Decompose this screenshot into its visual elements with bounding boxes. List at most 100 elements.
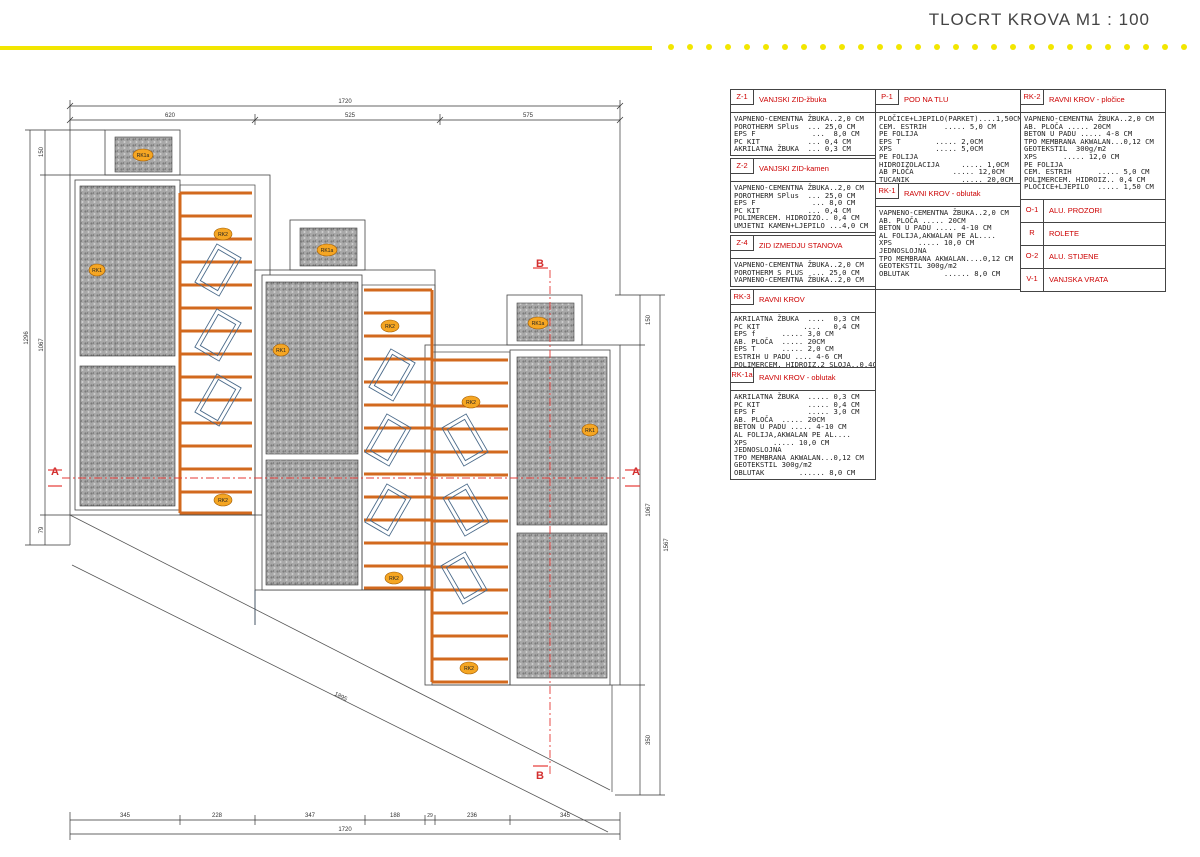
dim-right-part-3: 350: [646, 734, 652, 745]
legend-r: R ROLETE: [1020, 222, 1166, 246]
legend-o2-title: ALU. STIJENE: [1049, 252, 1099, 261]
yellow-dot: [763, 44, 769, 50]
yellow-dot: [896, 44, 902, 50]
legend-layer-line: PC KIT ... 0,4 CM: [734, 205, 851, 215]
roof-tag-rk2-3: RK2: [385, 324, 395, 330]
legend-layer-line: JEDNOSLOJNA: [879, 245, 927, 255]
roof-tag-rk2-2: RK2: [218, 498, 228, 504]
section-b-top-label: B: [536, 258, 544, 270]
roof-tag-rk2-6: RK2: [464, 666, 474, 672]
legend-layer-line: VAPNENO-CEMENTNA ŽBUKA..2,0 CM: [734, 275, 864, 285]
legend-layer-line: OBLUTAK ...... 8,0 CM: [734, 467, 856, 477]
legend-layer-line: HIDROIZOLACIJA ..... 1,0CM: [879, 159, 1009, 169]
dim-top-part-2: 525: [345, 113, 356, 119]
legend-z4-title: ZID IZMEDJU STANOVA: [759, 241, 843, 250]
legend-layer-line: BETON U PADU ..... 4-10 CM: [734, 422, 847, 432]
legend-layer-line: UMJETNI KAMEN+LJEPILO ...4,0 CM: [734, 220, 869, 230]
legend-layer-line: EPS F ... 8,0 CM: [734, 129, 860, 139]
legend-layer-line: GEOTEKSTIL 300g/m2: [879, 261, 957, 271]
dim-left-part-1: 150: [39, 146, 45, 157]
legend-z2-title: VANJSKI ZID-kamen: [759, 164, 829, 173]
legend-layer-line: EPS F ... 8,0 CM: [734, 198, 856, 208]
legend-layer-line: BETON U PADU ..... 4-8 CM: [1024, 129, 1133, 139]
legend-layer-line: VAPNENO-CEMENTNA ŽBUKA..2,0 CM: [734, 260, 864, 269]
legend-v1-title: VANJSKA VRATA: [1049, 275, 1109, 284]
yellow-dot: [820, 44, 826, 50]
legend-layer-line: EPS F ..... 3,0 CM: [734, 407, 860, 417]
legend-layer-line: AB PLOČA ..... 12,0CM: [879, 167, 1005, 177]
roof-tag-rk2-5: RK2: [466, 400, 476, 406]
yellow-dot: [801, 44, 807, 50]
legend-layer-line: PLOČICE+LJEPILO ..... 1,50 CM: [1024, 182, 1154, 192]
legend-layer-line: AKRILATNA ŽBUKA .... 0,3 CM: [734, 314, 860, 323]
dim-bottom-part-6: 236: [467, 813, 478, 819]
yellow-dot: [1048, 44, 1054, 50]
legend-layer-line: PC KIT ..... 0,4 CM: [734, 399, 860, 409]
roof-tag-rk1a-3: RK1a: [532, 321, 545, 327]
legend-layer-line: TUCANIK ..... 20,0CM: [879, 174, 1014, 184]
legend-z4-code: Z-4: [731, 236, 754, 251]
legend-layer-line: EPS f ..... 3,0 CM: [734, 329, 834, 339]
pergola-posts: [178, 193, 434, 682]
legend-z1-title: VANJSKI ZID-žbuka: [759, 95, 827, 104]
legend-rk1a-code: RK-1a: [731, 368, 754, 383]
legend-layer-line: POROTHERM SPlus ... 25,0 CM: [734, 190, 856, 200]
legend-layer-line: JEDNOSLOJNA: [734, 445, 782, 455]
roof-plan-drawing: 1720 620 525 575 150 1067 79 1296 150 10…: [24, 99, 670, 840]
legend-v1-code: V-1: [1021, 269, 1044, 291]
yellow-dot: [706, 44, 712, 50]
yellow-dot: [934, 44, 940, 50]
legend-p1-code: P-1: [876, 90, 899, 105]
legend-layer-line: BETON U PADU ..... 4-10 CM: [879, 223, 992, 233]
site-boundary: [69, 514, 613, 833]
yellow-dot: [915, 44, 921, 50]
yellow-dot: [877, 44, 883, 50]
legend-r-title: ROLETE: [1049, 229, 1080, 238]
legend-layer-line: PC KIT ... 0,4 CM: [734, 136, 851, 146]
legend-layer-line: AB. PLOČA ..... 20CM: [734, 336, 825, 346]
legend-rk3-code: RK-3: [731, 290, 754, 305]
legend-layer-line: AL FOLIJA,AKWALAN PE AL....: [879, 230, 996, 240]
sheet-title: TLOCRT KROVA M1 : 100: [928, 10, 1150, 29]
legend-rk2-code: RK-2: [1021, 90, 1044, 105]
legend-layer-line: EPS T ..... 2,0CM: [879, 136, 983, 146]
yellow-rule: [0, 46, 652, 50]
legend-layer-line: AB. PLOČA ..... 20CM: [879, 215, 966, 225]
legend-layer-line: TPO MEMBRANA AKWALAN...0,12 CM: [1024, 136, 1154, 146]
dim-top-total: 1720: [338, 99, 352, 105]
unit-3-roof: [424, 344, 621, 686]
right-dimension-lines: [615, 294, 665, 796]
yellow-dot: [953, 44, 959, 50]
legend-layer-line: PE FOLIJA: [1024, 159, 1063, 169]
dim-bottom-part-2: 228: [212, 813, 223, 819]
legend-layer-line: XPS ..... 5,0CM: [879, 144, 983, 154]
dim-right-part-2: 1067: [646, 503, 652, 517]
legend-z4: Z-4 ZID IZMEDJU STANOVA VAPNENO-CEMENTNA …: [730, 235, 876, 287]
legend-rk1-code: RK-1: [876, 184, 899, 199]
yellow-dot: [687, 44, 693, 50]
legend-layer-line: AL FOLIJA,AKWALAN PE AL....: [734, 429, 851, 439]
dim-top-part-1: 620: [165, 113, 176, 119]
legend-layer-line: CEM. ESTRIH ..... 5,0 CM: [879, 121, 996, 131]
legend-layer-line: POROTHERM SPlus ... 25,0 CM: [734, 121, 856, 131]
dim-diagonal: 1895: [333, 691, 348, 703]
dim-left-total: 1296: [24, 331, 30, 345]
yellow-dot: [1124, 44, 1130, 50]
yellow-dot: [972, 44, 978, 50]
legend-layer-line: XPS ..... 10,0 CM: [734, 437, 830, 447]
legend-r-code: R: [1021, 223, 1044, 245]
legend-layer-line: OBLUTAK ...... 8,0 CM: [879, 268, 1001, 278]
